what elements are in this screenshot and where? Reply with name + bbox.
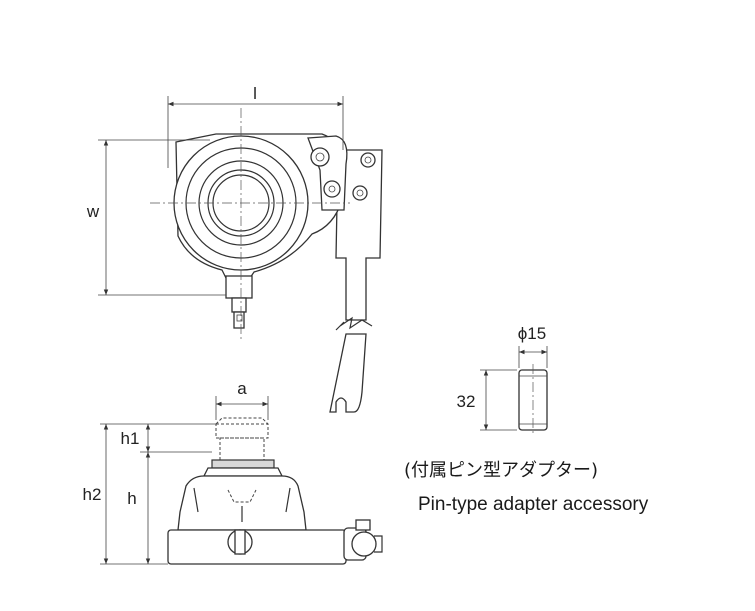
dimension-h2: h2: [83, 424, 109, 564]
label-h2: h2: [83, 485, 102, 504]
jack-base: [167, 529, 347, 565]
pin-adapter: ϕ15 32: [457, 324, 548, 436]
pivot-bracket: [307, 135, 348, 211]
dimension-w: w: [86, 139, 226, 296]
label-a: a: [237, 379, 247, 398]
dimension-a: a: [215, 379, 269, 420]
caption-english: Pin-type adapter accessory: [418, 494, 649, 515]
ram-top: [211, 459, 275, 469]
side-view: a h1 h h2: [83, 379, 383, 565]
dimension-h: h: [127, 452, 151, 564]
label-pin-diameter: ϕ15: [518, 324, 546, 343]
top-view: l w: [86, 84, 383, 413]
label-w: w: [86, 202, 100, 221]
label-h: h: [127, 489, 136, 508]
release-knob: [227, 529, 253, 555]
dimension-l: l: [167, 84, 344, 168]
label-l: l: [253, 84, 257, 103]
adapter-extension: [215, 417, 269, 461]
release-valve: [225, 275, 253, 329]
dimension-pin-diameter: ϕ15: [518, 324, 548, 368]
pump-socket: [343, 519, 383, 561]
caption-japanese: (付属ピン型アダプター): [404, 460, 598, 481]
label-pin-length: 32: [457, 392, 476, 411]
jack-housing: [177, 475, 307, 531]
dimension-pin-length: 32: [457, 369, 517, 431]
dimension-h1: h1: [121, 424, 151, 452]
handle-lever: [329, 149, 383, 413]
label-h1: h1: [121, 429, 140, 448]
